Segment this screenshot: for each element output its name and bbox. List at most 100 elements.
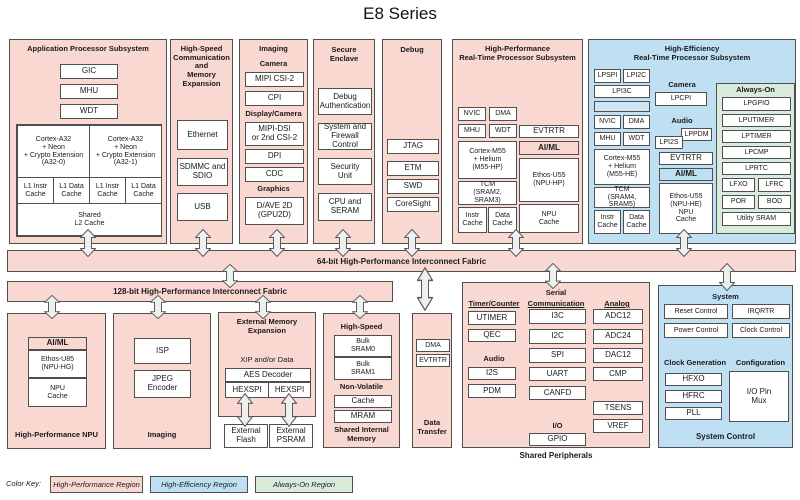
block-title: High-Speed Communication and Memory Expa… <box>173 44 230 88</box>
mhu-box: MHU <box>594 132 621 146</box>
ethos-u85-box: Ethos-U85 (NPU-HG) <box>28 350 87 378</box>
vref-box: VREF <box>593 419 643 433</box>
connector-arrow-icon <box>222 264 238 288</box>
cache-box: Cache <box>334 395 392 408</box>
lfrc-box: LFRC <box>758 178 791 192</box>
lprtc-box: LPRTC <box>722 162 791 175</box>
block-title: Imaging <box>259 44 288 53</box>
cpi-box: CPI <box>245 91 304 106</box>
lpi3c-box: LPI3C <box>594 85 650 98</box>
mipi-csi2-box: MIPI CSI-2 <box>245 72 304 87</box>
color-key-always-on: Always-On Region <box>255 476 353 493</box>
cpu-cluster-box: Cortex-A32 + Neon + Crypto Extension (A3… <box>16 124 162 237</box>
block-title: System Control <box>695 432 756 441</box>
dma-box: DMA <box>416 339 450 352</box>
cpu-seram-box: CPU and SERAM <box>318 193 372 221</box>
spi-box: SPI <box>529 348 586 363</box>
block-title: High-Performance NPU <box>15 430 98 439</box>
application-processor-subsystem-block: Application Processor Subsystem GIC MHU … <box>9 39 167 244</box>
lpi2s-box: LPI2S <box>655 136 683 149</box>
adc12-box: ADC12 <box>593 309 643 324</box>
xip-data-label: XIP and/or Data <box>240 355 294 364</box>
external-psram-box: External PSRAM <box>269 424 313 448</box>
jpeg-encoder-box: JPEG Encoder <box>134 370 191 398</box>
qec-box: QEC <box>468 329 516 342</box>
ethernet-box: Ethernet <box>177 120 228 150</box>
non-volatile-group-label: Non-Volatile <box>339 382 384 391</box>
connector-arrow-icon <box>195 229 211 257</box>
cmp-box: CMP <box>593 367 643 381</box>
l1-data-cache-box: L1 Data Cache <box>125 177 162 204</box>
io-group-label: I/O <box>552 421 563 430</box>
uart-box: UART <box>529 367 586 381</box>
connector-arrow-icon <box>719 263 735 291</box>
aiml-header: AI/ML <box>519 141 579 155</box>
external-memory-expansion-block: External Memory Expansion XIP and/or Dat… <box>218 312 316 417</box>
nvic-box: NVIC <box>594 115 621 129</box>
analog-group-label: Analog <box>604 299 630 308</box>
graphics-group-label: Graphics <box>257 184 290 193</box>
cortex-a32-core1-box: Cortex-A32 + Neon + Crypto Extension (A3… <box>89 125 162 178</box>
lpcpi-box: LPCPI <box>655 92 707 106</box>
power-control-box: Power Control <box>664 323 728 338</box>
camera-group-label: Camera <box>259 59 288 68</box>
block-title: High-Efficiency Real-Time Processor Subs… <box>633 44 751 62</box>
configuration-group-label: Configuration <box>735 358 786 367</box>
lpgpio-box: LPGPIO <box>722 97 791 111</box>
connector-arrow-icon <box>150 295 166 319</box>
evtrtr-box: EVTRTR <box>659 152 713 165</box>
connector-arrow-icon <box>545 263 561 289</box>
reset-control-box: Reset Control <box>664 304 728 319</box>
mram-box: MRAM <box>334 410 392 423</box>
cortex-m55-he-box: Cortex-M55 + Helium (M55-HE) <box>594 149 650 185</box>
dma-box: DMA <box>489 107 517 121</box>
irqrtr-box: IRQRTR <box>732 304 790 319</box>
hp-realtime-subsystem-block: High-Performance Real-Time Processor Sub… <box>452 39 583 244</box>
external-flash-box: External Flash <box>224 424 268 448</box>
evtrtr-box: EVTRTR <box>519 125 579 138</box>
connector-arrow-icon <box>335 229 351 257</box>
clock-control-box: Clock Control <box>732 323 790 338</box>
l1-data-cache-box: L1 Data Cache <box>53 177 90 204</box>
high-speed-group-label: High-Speed <box>340 322 383 331</box>
block-title: Shared Internal Memory <box>334 425 389 443</box>
mhu-box: MHU <box>60 84 118 99</box>
connector-arrow-icon <box>44 295 60 319</box>
lptimer-box: LPTIMER <box>722 130 791 143</box>
npu-cache-box: NPU Cache <box>519 204 579 233</box>
fabric-128bit-bar: 128-bit High-Performance Interconnect Fa… <box>7 281 393 302</box>
diagram-title: E8 Series <box>363 4 437 23</box>
tcm-sram23-box: TCM (SRAM2, SRAM3) <box>458 181 517 205</box>
mhu-box: MHU <box>458 124 486 138</box>
sdmmc-sdio-box: SDMMC and SDIO <box>177 158 228 186</box>
pdm-box: PDM <box>468 384 516 398</box>
display-camera-group-label: Display/Camera <box>245 109 302 118</box>
shared-internal-memory-block: High-Speed Bulk SRAM0 Bulk SRAM1 Non-Vol… <box>323 313 400 448</box>
l1-instr-cache-box: L1 Instr Cache <box>17 177 54 204</box>
imaging-top-block: Imaging Camera MIPI CSI-2 CPI Display/Ca… <box>239 39 308 244</box>
dpi-box: DPI <box>245 149 304 164</box>
connector-arrow-icon <box>281 393 297 427</box>
block-title: Imaging <box>147 430 177 439</box>
tcm-sram45-box: TCM (SRAM4, SRAM5) <box>594 186 650 208</box>
connector-arrow-icon <box>237 393 253 427</box>
imaging-bottom-block: ISP JPEG Encoder Imaging <box>113 313 211 449</box>
gic-box: GIC <box>60 64 118 79</box>
security-unit-box: Security Unit <box>318 158 372 185</box>
usb-box: USB <box>177 193 228 221</box>
serial-communication-group-label: Communication <box>527 299 585 308</box>
wdt-box: WDT <box>623 132 650 146</box>
hs-comm-mem-expansion-block: High-Speed Communication and Memory Expa… <box>170 39 233 244</box>
connector-arrow-icon <box>80 229 96 257</box>
he-realtime-subsystem-block: High-Efficiency Real-Time Processor Subs… <box>588 39 796 244</box>
cortex-a32-core0-box: Cortex-A32 + Neon + Crypto Extension (A3… <box>17 125 90 178</box>
nvic-box: NVIC <box>458 107 486 121</box>
aiml-header: AI/ML <box>28 337 87 350</box>
data-transfer-block: DMA EVTRTR Data Transfer <box>412 313 452 448</box>
connector-arrow-icon <box>404 229 420 257</box>
camera-group-label: Camera <box>668 80 696 89</box>
dave-2d-gpu-box: D/AVE 2D (GPU2D) <box>245 197 304 225</box>
data-cache-box: Data Cache <box>623 210 650 234</box>
block-title: Data Transfer <box>417 418 447 436</box>
lppdm-box: LPPDM <box>681 128 712 141</box>
